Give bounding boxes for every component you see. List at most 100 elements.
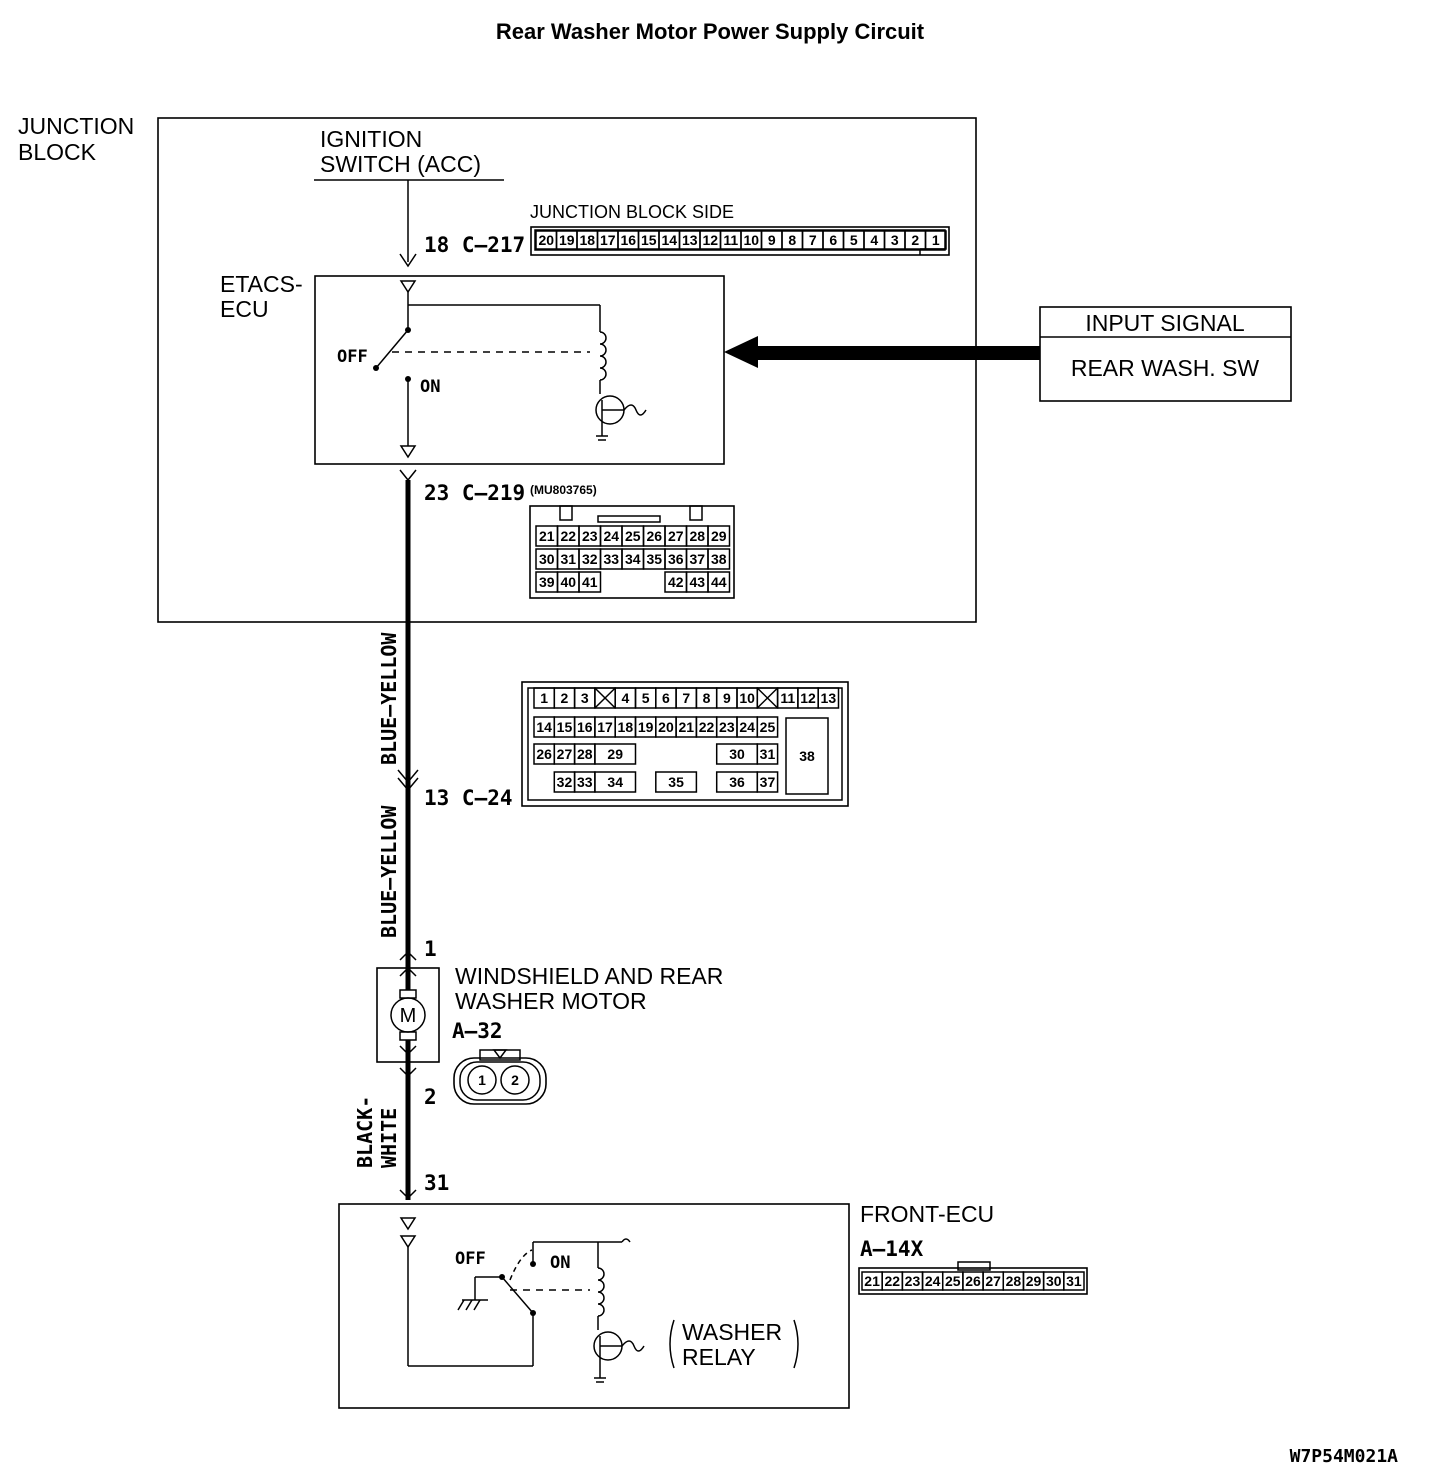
c219-pin-26-label: 26 bbox=[646, 528, 662, 544]
a14x-pin-31-label: 31 bbox=[1066, 1273, 1082, 1289]
c24-pin-11-label: 11 bbox=[780, 690, 795, 706]
a14x-pin-21-label: 21 bbox=[864, 1273, 880, 1289]
c24-pin-23-label: 23 bbox=[719, 719, 735, 735]
motor-symbol-label: M bbox=[400, 1005, 417, 1027]
c219-pin-22-label: 22 bbox=[560, 528, 576, 544]
c217-pin-16-label: 16 bbox=[620, 232, 636, 248]
c219-terminal-fork bbox=[399, 469, 417, 482]
c24-pin-24-label: 24 bbox=[739, 719, 755, 735]
c219-pin-44-cell bbox=[707, 571, 731, 593]
c24-pin-13-label: 13 bbox=[821, 690, 837, 706]
c24-pin-34-cell bbox=[594, 771, 637, 793]
c24-pin-4-label: 4 bbox=[621, 690, 629, 706]
c24-pin-22-label: 22 bbox=[699, 719, 715, 735]
c24-terminal-fork bbox=[397, 769, 419, 784]
c24-pin-38-label: 38 bbox=[799, 748, 815, 764]
washer-motor-label-1: WINDSHIELD AND REAR bbox=[455, 963, 723, 989]
c24-pin-25-cell bbox=[756, 716, 779, 738]
c24-pin-32-label: 32 bbox=[557, 774, 573, 790]
etacs-on-label: ON bbox=[420, 377, 440, 397]
c219-pin-44-label: 44 bbox=[711, 574, 727, 590]
junction-block-label-1: JUNCTION bbox=[18, 113, 134, 139]
a14x-pin-23-label: 23 bbox=[905, 1273, 921, 1289]
c219-pin-43-label: 43 bbox=[689, 574, 705, 590]
a14x-pin-30-label: 30 bbox=[1046, 1273, 1062, 1289]
motor-terminal-top bbox=[399, 950, 417, 961]
c24-pin-label: 13 C–24 bbox=[424, 786, 513, 810]
c219-pin-34-label: 34 bbox=[625, 551, 641, 567]
c24-terminal-fork-2 bbox=[397, 777, 419, 792]
c24-pin-20-label: 20 bbox=[658, 719, 674, 735]
c24-pin-37-cell bbox=[756, 771, 779, 793]
c219-pin-27-label: 27 bbox=[668, 528, 684, 544]
relay-label-1: WASHER bbox=[682, 1319, 782, 1345]
a14x-pin-24-label: 24 bbox=[925, 1273, 941, 1289]
a32-pin-1: 1 bbox=[478, 1072, 486, 1088]
c219-pin-30-label: 30 bbox=[539, 551, 555, 567]
c217-pin-17-label: 17 bbox=[600, 232, 616, 248]
c219-pin-41-label: 41 bbox=[582, 574, 598, 590]
a14x-pin-26-label: 26 bbox=[965, 1273, 981, 1289]
input-signal-box bbox=[1039, 306, 1292, 402]
c219-pin-28-label: 28 bbox=[689, 528, 705, 544]
c219-pin-36-label: 36 bbox=[668, 551, 684, 567]
c24-pin-29-label: 29 bbox=[607, 746, 623, 762]
etacs-relay-switch bbox=[373, 280, 647, 459]
c219-pin-39-label: 39 bbox=[539, 574, 555, 590]
etacs-off-label: OFF bbox=[337, 347, 368, 367]
c217-pin-1-label: 1 bbox=[932, 232, 940, 248]
c24-pin-19-label: 19 bbox=[638, 719, 654, 735]
a32-pin-2: 2 bbox=[511, 1072, 519, 1088]
c24-pin-37-label: 37 bbox=[760, 774, 776, 790]
relay-label-2: RELAY bbox=[682, 1344, 756, 1370]
c24-pin-35-cell bbox=[655, 771, 698, 793]
junction-block-side-label: JUNCTION BLOCK SIDE bbox=[530, 202, 734, 222]
c24-pin-30-label: 30 bbox=[729, 746, 745, 762]
a14x-pin-25-label: 25 bbox=[945, 1273, 961, 1289]
wire-color-ground-2: WHITE bbox=[377, 1108, 401, 1168]
c24-pin-10-label: 10 bbox=[739, 690, 755, 706]
c219-part-number: (MU803765) bbox=[530, 483, 597, 497]
c24-pin-31-cell bbox=[756, 743, 779, 765]
a14x-pin-29-label: 29 bbox=[1026, 1273, 1042, 1289]
c24-pin-9-label: 9 bbox=[723, 690, 731, 706]
a32-connector: 1 2 bbox=[453, 1049, 547, 1105]
c24-pin-27-label: 27 bbox=[557, 746, 573, 762]
c219-pin-31-label: 31 bbox=[560, 551, 576, 567]
c217-pin-1-cell bbox=[924, 230, 947, 250]
ignition-label-2: SWITCH (ACC) bbox=[320, 151, 481, 177]
relay-on-label: ON bbox=[550, 1253, 570, 1273]
c217-pin-8-label: 8 bbox=[788, 232, 796, 248]
c24-pin-28-label: 28 bbox=[577, 746, 593, 762]
c219-pin-35-label: 35 bbox=[646, 551, 662, 567]
c217-pin-12-label: 12 bbox=[702, 232, 718, 248]
c217-pin-9-label: 9 bbox=[768, 232, 776, 248]
c217-pin-13-label: 13 bbox=[682, 232, 698, 248]
c24-pin-7-label: 7 bbox=[682, 690, 690, 706]
c219-pin-21-label: 21 bbox=[539, 528, 555, 544]
c24-pin-16-label: 16 bbox=[577, 719, 593, 735]
junction-block-label-2: BLOCK bbox=[18, 139, 97, 165]
motor-pin-1: 1 bbox=[424, 937, 437, 961]
c217-pin-15-label: 15 bbox=[641, 232, 657, 248]
c24-pin-12-label: 12 bbox=[800, 690, 816, 706]
c24-pin-31-label: 31 bbox=[760, 746, 776, 762]
c219-pin-32-label: 32 bbox=[582, 551, 598, 567]
ignition-label-1: IGNITION bbox=[320, 126, 422, 152]
c219-pin-38-label: 38 bbox=[711, 551, 727, 567]
c24-pin-34-label: 34 bbox=[607, 774, 623, 790]
c217-pin-6-label: 6 bbox=[829, 232, 837, 248]
c24-pin-2-label: 2 bbox=[561, 690, 569, 706]
c24-pin-13-cell bbox=[817, 687, 840, 709]
c24-pin-25-label: 25 bbox=[760, 719, 776, 735]
a14x-pin-22-label: 22 bbox=[884, 1273, 900, 1289]
front-ecu-connector-label: A–14X bbox=[860, 1237, 924, 1261]
c219-pin-38-cell bbox=[707, 548, 731, 570]
c219-pin-label: 23 C–219 bbox=[424, 481, 525, 505]
c217-terminal-arrow bbox=[399, 253, 417, 268]
c217-pin-10-label: 10 bbox=[743, 232, 759, 248]
